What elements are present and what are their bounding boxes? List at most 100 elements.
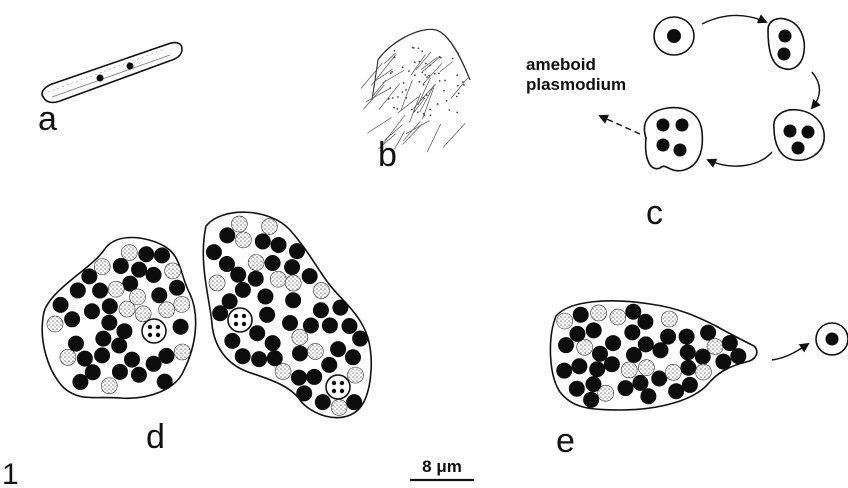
nucleus-stippled [174,296,190,312]
nucleus-dark [265,255,281,271]
nucleus-stippled [591,305,607,321]
nucleus-dark [569,381,585,397]
nucleus-dark [146,267,162,283]
stipple-dot [443,90,445,92]
nucleus-dark [680,360,696,376]
nucleus-dark [285,292,301,308]
stipple-dot [392,97,394,99]
hair-stroke [451,78,468,99]
nucleus-dark [638,336,654,352]
nucleus-dark [321,357,337,373]
nucleus-dark [113,258,129,274]
nucleus-dark [72,374,88,390]
nucleus-dark [556,363,572,379]
nucleus-dark [306,369,322,385]
nucleus-dark [251,351,267,367]
figure-number: 1 [2,458,19,488]
dividing-nucleus-d1 [142,319,166,343]
stipple-dot [425,63,427,65]
nucleus-stippled [695,364,711,380]
nucleus-stippled [307,343,323,359]
stipple-dot [456,111,458,113]
spore-nucleus-2 [127,63,134,70]
nucleus-dark [586,322,602,338]
stipple-dot [446,100,448,102]
stipple-dot [396,108,398,110]
nucleus-dark [315,394,331,410]
stipple-dot [444,80,446,82]
stipple-dot [434,73,436,75]
nucleus-dark [102,298,118,314]
nucleus-dark [625,304,641,320]
stipple-dot [393,107,395,109]
panel-label-e: e [556,422,575,460]
stipple-dot [418,81,420,83]
nucleus-dark [346,394,362,410]
nucleus-stippled [209,275,225,291]
stipple-dot [453,47,455,49]
hair-stroke [366,88,391,102]
nucleus-stippled [121,245,137,261]
hair-stroke [403,124,422,144]
stipple-dot [418,47,420,49]
scale-bar-label: 8 μm [422,457,462,476]
hair-stroke [410,93,421,122]
nucleus-dark [224,333,240,349]
nucleus-dark [291,370,307,386]
stipple-dot [421,50,423,52]
nucleus-dark [81,268,97,284]
nucleus-dark [116,323,132,339]
hair-stroke [375,69,392,81]
panel-d-plasmodium-left [42,238,195,399]
hair-stroke [413,84,435,108]
nucleus-stippled [313,282,329,298]
nucleus-dark [668,383,684,399]
hair-stroke [440,62,453,72]
nucleus-dark [722,335,738,351]
nucleus-dark [157,374,173,390]
hair-stroke [406,121,429,134]
nucleus-stippled [707,339,723,355]
stipple-dot [401,91,403,93]
nucleus-stippled [285,275,301,291]
nucleus-stippled [261,219,277,235]
stipple-dot [408,70,410,72]
stipple-dot [458,93,460,95]
nucleus-dark [651,371,667,387]
dividing-nucleus-d2a [228,308,252,332]
nucleus-dark [640,388,656,404]
cycle-arrow-2 [812,72,820,108]
nucleus-dark [652,342,668,358]
nucleus-dark [313,302,329,318]
hair-stroke [367,117,391,133]
stipple-dot [411,109,413,111]
stipple-dot [414,74,416,76]
nucleus-dark [154,247,170,263]
annotation-plasmodium: plasmodium [526,75,626,94]
spore-nucleus-1 [97,75,104,82]
nucleus-stippled [292,329,308,345]
nucleus-dark [292,345,308,361]
dashed-arrow-to-plasmodium [600,116,640,134]
nucleus-stippled [108,281,124,297]
stipple-dot [423,113,425,115]
nucleus-dark [257,288,273,304]
hair-stroke [371,54,396,85]
nucleus-stippled [231,216,247,232]
panel-b-hairy-structure [361,29,470,152]
nucleus-dark [632,375,648,391]
nucleus-stippled [638,360,654,376]
panel-d-plasmodium-right [203,212,371,417]
nucleus-stippled [270,271,286,287]
panel-label-b: b [378,136,397,174]
stipple-dot [391,71,393,73]
nucleus-stippled [159,302,175,318]
nucleus-stippled [347,367,363,383]
stipple-dot [462,81,464,83]
cell-binucleate [768,18,804,69]
hair-stroke [421,57,437,69]
nucleus-dark [173,319,189,335]
nucleus-dark [259,307,275,323]
nucleus-dark [138,246,154,262]
panel-label-c: c [646,194,663,232]
